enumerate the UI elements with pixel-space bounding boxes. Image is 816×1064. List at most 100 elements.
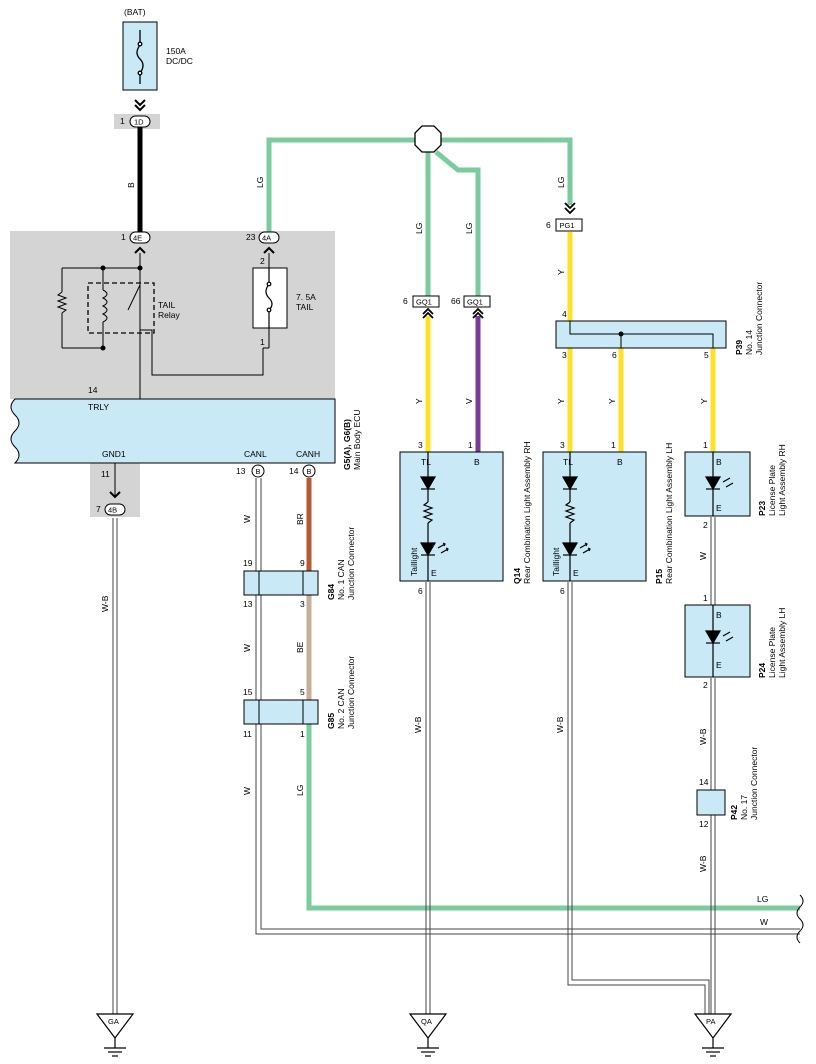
p39-code: P39 [734,340,744,355]
p23-name-2: Light Assembly RH [777,444,787,516]
tail-relay-name-2: Relay [158,310,180,320]
ground-icon [408,1013,448,1057]
wire-label-be: BE [295,641,305,653]
p23-led-icon [704,452,734,516]
tail-fuse-rating: 7. 5A [296,292,316,302]
p24-pin-in: 1 [703,593,708,603]
g85-connector [243,699,319,725]
canh-connector-badge [302,464,316,478]
wire-label-y: Y [414,398,424,404]
p23-name-1: License Plate [767,465,777,516]
wire-label-lg: LG [295,785,305,796]
chevron-down-icon [134,99,146,112]
ground-ga-label: GA [108,1017,119,1026]
p39-pin-in: 4 [562,309,567,319]
pg1-label: PG1 [560,221,575,230]
p23-code: P23 [757,501,767,516]
power-pin: 1 [120,116,125,126]
g84-code: G84 [326,584,336,600]
wire-label-lg: LG [556,177,566,188]
ground-connector-pin: 7 [96,504,101,514]
p15-code: P15 [654,569,664,584]
gq1-a-pin: 6 [403,296,408,306]
q14-body [399,451,504,582]
main-fuse-icon [136,30,144,84]
q14-taillight-circuit [419,452,449,581]
wire-label-wb: W-B [100,595,110,612]
q14-pin-tl: 3 [418,440,423,450]
ecu-tail-pin: 23 [246,232,256,242]
wire-label-w: W [242,644,252,652]
p15-name: Rear Combination Light Assembly LH [664,443,674,584]
power-connector-label: 1D [134,118,144,127]
gq1-b-pin: 66 [451,296,461,306]
ground-icon [95,1013,135,1057]
q14-e-label: E [431,568,437,578]
g85-name-2: Junction Connector [346,656,356,729]
tail-relay-box [87,282,155,334]
g85-pin-tl: 15 [243,687,253,697]
wire-wb-qa [425,582,431,1015]
ecu-tail-connector-label: 4A [262,234,271,243]
pg1-badge [555,218,583,232]
canl-connector-label: B [256,467,261,476]
wire-label-lg: LG [414,223,424,234]
ecu-bat-pin: 1 [121,232,126,242]
p42-connector [696,789,726,816]
p39-junction-dot [618,331,624,337]
p42-name-1: No. 17 [739,795,749,820]
p15-body [542,451,647,582]
ground-connector-badge [104,503,126,516]
tail-fuse-icon [265,268,273,328]
wire-label-wb: W-B [413,716,423,733]
g84-pin-tr: 9 [300,558,305,568]
wire-lg-to-gq1-b [434,150,481,297]
chevron-up-icon [134,246,146,254]
wire-w-p23-p24 [710,517,716,605]
continuation-w-label: W [760,917,768,927]
wire-label-y: Y [556,398,566,404]
p15-pin-tl: 3 [560,440,565,450]
wire-wb-p42-pa [710,815,716,1015]
wire-label-w: W [242,787,252,795]
p15-b-label: B [617,457,623,467]
canh-pin: 14 [289,466,299,476]
wire-label-y: Y [607,398,617,404]
tail-fuse-top-pin: 2 [260,256,265,266]
p24-name-2: Light Assembly LH [777,608,787,678]
wire-label-lg: LG [255,177,265,188]
p39-name-2: Junction Connector [754,282,764,355]
q14-code: Q14 [512,568,522,584]
wire-label-v: V [464,398,474,404]
ground-pa-label: PA [706,1017,715,1026]
relay-junction-dot [100,265,106,271]
p15-pin-e: 6 [560,586,565,596]
tail-relay-name-1: TAIL [158,300,176,310]
p23-pin-in: 1 [703,440,708,450]
ground-qa-label: QA [421,1017,432,1026]
wire-break-marks [796,894,804,944]
wire-wb-p24-p42 [710,678,716,790]
p39-pin-3: 3 [562,350,567,360]
p23-e-label: E [716,503,722,513]
wire-label-lg: LG [464,223,474,234]
ecu-trly-label: TRLY [88,402,109,412]
ecu-body [10,398,336,464]
chevron-up-icon [422,307,434,319]
bat-source-label: (BAT) [124,7,146,17]
g84-pin-br: 3 [300,599,305,609]
p15-taillight-circuit [561,452,591,581]
p39-pin-6: 6 [612,350,617,360]
p24-body [684,604,751,678]
ecu-gnd-label: GND1 [102,449,126,459]
p42-code: P42 [729,805,739,820]
gq1-b-badge [463,295,491,308]
relay-junction-dot [137,265,143,271]
wire-label-y: Y [556,269,566,275]
g84-pin-bl: 13 [243,599,253,609]
wire-label-wb: W-B [698,855,708,872]
main-fuse-name: DC/DC [166,56,193,66]
chevron-up-icon [263,246,275,254]
q14-pin-e: 6 [418,586,423,596]
